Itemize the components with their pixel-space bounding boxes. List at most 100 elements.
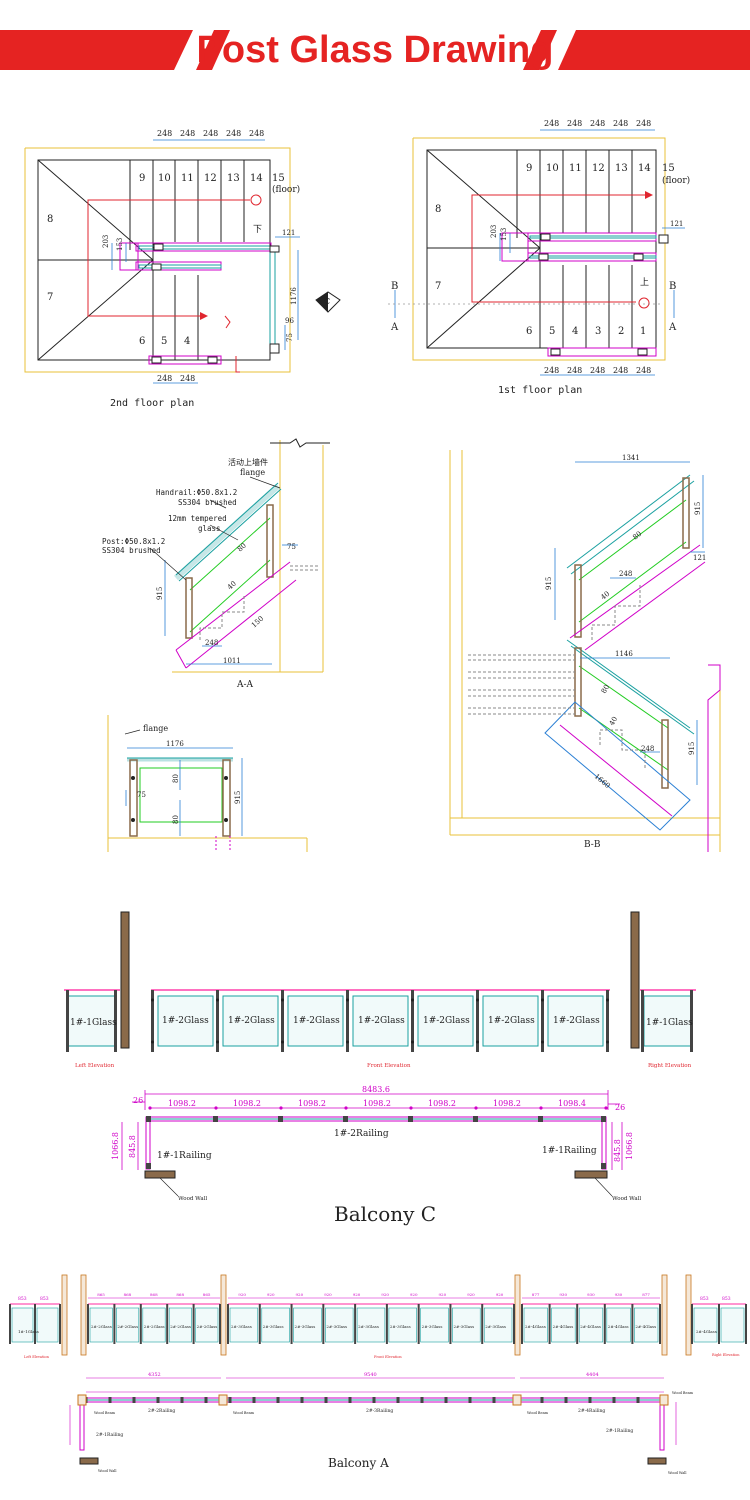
- section-caption: A-A: [236, 680, 254, 690]
- clamp: [216, 998, 219, 1002]
- dim-label: 8483.6: [362, 1085, 390, 1094]
- glass-label: 1#-2Glass: [293, 1016, 340, 1026]
- balcony-c-elev-text: 1#-1Glass 1#-1Glass 1#-2Glass 1#-2Glass …: [70, 1016, 693, 1069]
- glass-label: 2#-3Glass: [263, 1324, 284, 1329]
- glass-panel: [523, 1307, 548, 1343]
- dim-label: 248: [157, 374, 172, 383]
- post: [481, 1304, 484, 1344]
- floor-plan-caption: 1st floor plan: [498, 385, 582, 396]
- post: [718, 1304, 720, 1344]
- dim-label: 248: [636, 366, 651, 375]
- post: [156, 1397, 160, 1403]
- step-number: 5: [549, 326, 555, 337]
- glass-panel: [417, 995, 474, 1047]
- glass-label: 2#-3Glass: [485, 1324, 506, 1329]
- dim-label: 26: [615, 1103, 625, 1112]
- post: [659, 1304, 661, 1344]
- glass-panel: [287, 995, 344, 1047]
- balcony-c-title: Balcony C: [334, 1202, 437, 1226]
- glass-panel: [720, 1307, 745, 1343]
- dim-label: 920: [238, 1292, 246, 1297]
- glass-panel: [482, 995, 539, 1047]
- beam-label: Wood Beam: [233, 1411, 255, 1415]
- dim-label: 853: [40, 1296, 49, 1302]
- dim-label: 920: [410, 1292, 418, 1297]
- callout-label: Handrail:Φ50.8x1.2: [156, 488, 237, 497]
- glass-label: 1#-1Glass: [646, 1018, 693, 1028]
- dim-label: 248: [544, 366, 559, 375]
- callout-label: Post:Φ50.8x1.2: [102, 537, 165, 546]
- dim-label: 248: [157, 129, 172, 138]
- clamp: [346, 1040, 349, 1044]
- section-aa: [149, 438, 330, 673]
- dim-label: 153: [500, 228, 508, 241]
- section-mark: B: [391, 281, 398, 292]
- dim-label: 248: [567, 366, 582, 375]
- section-c-mark: C: [324, 297, 330, 306]
- glass-label: 2#-3Glass: [453, 1324, 474, 1329]
- post: [631, 1304, 634, 1344]
- dim-label: 75: [287, 543, 296, 551]
- post: [468, 1397, 472, 1403]
- dim-label: 1011: [223, 657, 241, 665]
- railing-label: 1#-1Railing: [542, 1146, 597, 1156]
- balcony-a-title: Balcony A: [328, 1456, 389, 1470]
- glass-label: 2#-2Glass: [144, 1324, 165, 1329]
- dim-label: 915: [545, 577, 553, 590]
- glass-label: 1#-2Glass: [228, 1016, 275, 1026]
- glass-label: 2#-2Glass: [91, 1324, 112, 1329]
- dim-label: 248: [641, 745, 654, 753]
- post: [322, 1304, 325, 1344]
- step-number: 11: [569, 163, 582, 174]
- post: [281, 990, 284, 1052]
- post: [603, 1304, 606, 1344]
- step-number: 4: [572, 326, 578, 337]
- header-banner: [0, 30, 750, 70]
- glass-panel: [157, 995, 214, 1047]
- balcony-c-plan: [121, 1090, 623, 1197]
- clamp: [151, 998, 154, 1002]
- section-mark: A: [668, 322, 677, 333]
- glass-panel: [222, 995, 279, 1047]
- first-floor-plan: [388, 129, 685, 376]
- post: [9, 1304, 11, 1344]
- post: [396, 1397, 400, 1403]
- glass-label: 2#-2Glass: [117, 1324, 138, 1329]
- step-number: 3: [595, 326, 601, 337]
- post: [612, 1397, 616, 1403]
- clamp: [411, 1040, 414, 1044]
- dim-label: 248: [544, 119, 559, 128]
- dim-label: 853: [18, 1296, 27, 1302]
- dim-label: 865: [203, 1292, 211, 1297]
- post: [228, 1397, 232, 1403]
- post: [564, 1397, 568, 1403]
- clamp: [216, 1040, 219, 1044]
- balcony-a-plan-text: 4352 9540 4404 2#-2Railing 2#-3Railing 2…: [94, 1372, 694, 1475]
- post: [216, 990, 219, 1052]
- dim-label: 845.8: [613, 1139, 622, 1162]
- post: [258, 1304, 261, 1344]
- dim-label: 248: [249, 129, 264, 138]
- glass-panel: [420, 1307, 449, 1343]
- step-number: 2: [618, 326, 624, 337]
- glass-label: 2#-4Glass: [580, 1324, 601, 1329]
- step-number: 9: [139, 173, 145, 184]
- second-floor-plan: [24, 139, 341, 384]
- dim-label: 1098.2: [298, 1099, 326, 1108]
- elevation-label: Left Elevation: [75, 1063, 115, 1069]
- glass-panel: [388, 1307, 417, 1343]
- post: [636, 1397, 640, 1403]
- down-mark: 下: [253, 225, 262, 235]
- clamp: [541, 998, 544, 1002]
- step-number: 13: [227, 173, 240, 184]
- dim-label: 80: [631, 530, 643, 542]
- wall-label: Wood Wall: [668, 1471, 687, 1475]
- railing-label: 2#-4Railing: [578, 1408, 605, 1414]
- post: [541, 990, 544, 1052]
- page-title: Post Glass Drawing: [196, 29, 554, 71]
- post: [476, 990, 479, 1052]
- callout-label: flange: [240, 468, 265, 477]
- dim-label: 868: [176, 1292, 184, 1297]
- dim-label: 915: [688, 742, 696, 755]
